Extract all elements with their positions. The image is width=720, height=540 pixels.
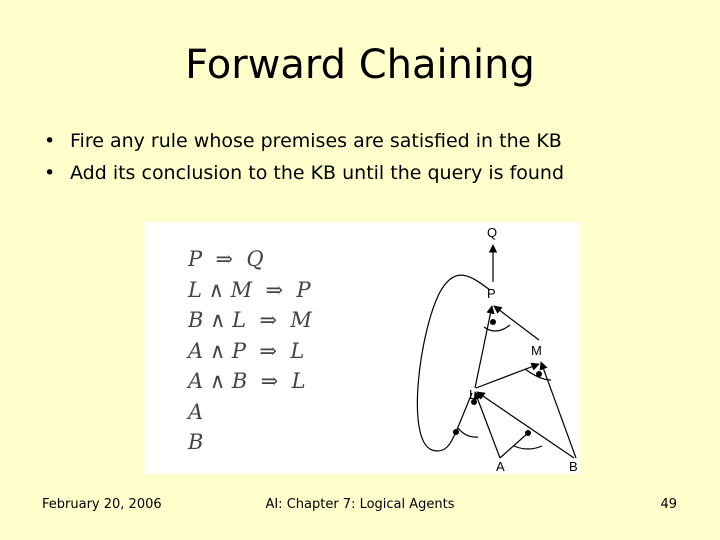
edge-m-p <box>493 305 540 341</box>
kb-rule: A ∧ B ⇒ L <box>188 369 306 393</box>
kb-rule: L ∧ M ⇒ P <box>188 277 311 302</box>
bullet-item: • Add its conclusion to the KB until the… <box>42 157 702 189</box>
bullet-list: • Fire any rule whose premises are satis… <box>42 125 702 189</box>
footer-course: AI: Chapter 7: Logical Agents <box>265 497 455 512</box>
and-node-dot <box>536 371 542 377</box>
edge-b-m <box>539 361 577 459</box>
footer-date: February 20, 2006 <box>42 497 162 512</box>
edge-b-l <box>476 391 575 459</box>
bullet-text: Fire any rule whose premises are satisfi… <box>70 130 562 152</box>
edge-p-loop-l <box>416 274 491 452</box>
and-node-dot <box>525 430 531 436</box>
and-node-dot <box>453 429 459 435</box>
node-label-l: L <box>469 387 476 402</box>
bullet-glyph: • <box>44 130 56 152</box>
bullet-item: • Fire any rule whose premises are satis… <box>42 125 702 157</box>
kb-rule: P ⇒ Q <box>188 247 264 271</box>
and-node-dot <box>471 399 477 405</box>
node-label-a: A <box>496 459 505 474</box>
and-node-dot <box>490 319 496 325</box>
kb-rule: A <box>188 399 204 424</box>
bullet-text: Add its conclusion to the KB until the q… <box>70 162 565 184</box>
edge-ab-join <box>499 432 529 459</box>
kb-rule: B ∧ L ⇒ M <box>188 308 312 332</box>
kb-rule: B <box>188 430 204 454</box>
node-label-b: B <box>569 459 578 474</box>
and-arc-l <box>457 427 479 438</box>
kb-rule: A ∧ P ⇒ L <box>188 338 305 363</box>
slide-title: Forward Chaining <box>185 42 535 88</box>
edge-l-p <box>474 305 495 389</box>
bullet-glyph: • <box>44 162 56 184</box>
slide-number: 49 <box>660 497 677 512</box>
edge-a-l <box>473 391 501 459</box>
edge-ap-join <box>455 392 473 433</box>
and-arc-p <box>483 324 511 332</box>
node-label-p: P <box>487 286 496 301</box>
knowledge-base-rules: P ⇒ Q L ∧ M ⇒ P B ∧ L ⇒ M A ∧ P ⇒ L A ∧ … <box>188 244 312 458</box>
and-or-graph-figure <box>145 222 580 474</box>
edge-l-m <box>475 362 540 389</box>
node-label-m: M <box>531 343 542 358</box>
node-label-q: Q <box>487 225 497 240</box>
and-arc-m <box>524 368 552 381</box>
and-arc-ab <box>513 445 543 450</box>
